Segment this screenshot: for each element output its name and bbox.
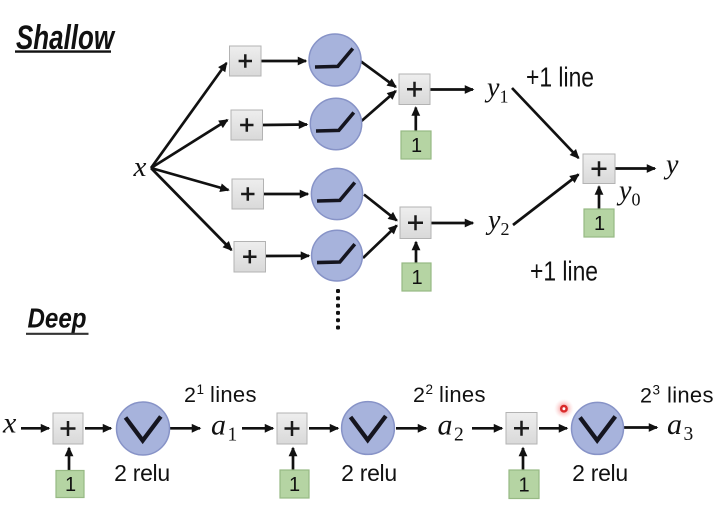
svg-text:1: 1 xyxy=(65,474,76,496)
svg-text:y2: y2 xyxy=(485,205,509,239)
svg-text:lines: lines xyxy=(210,382,257,407)
svg-text:x: x xyxy=(133,151,147,183)
svg-text:y: y xyxy=(663,150,679,181)
svg-text:1: 1 xyxy=(411,135,422,157)
svg-text:Deep: Deep xyxy=(28,303,87,334)
svg-text:lines: lines xyxy=(439,382,486,407)
svg-text:+1 line: +1 line xyxy=(530,256,598,287)
svg-text:1: 1 xyxy=(289,474,300,496)
svg-text:2 relu: 2 relu xyxy=(341,460,397,486)
svg-text:lines: lines xyxy=(667,383,714,408)
svg-text:2 relu: 2 relu xyxy=(572,460,628,486)
svg-text:1: 1 xyxy=(197,382,205,397)
svg-text:2: 2 xyxy=(426,382,434,397)
svg-text:2: 2 xyxy=(184,383,196,407)
svg-text:x: x xyxy=(2,407,17,440)
svg-text:y0: y0 xyxy=(616,176,640,210)
svg-text:2: 2 xyxy=(640,384,652,408)
svg-text:y1: y1 xyxy=(484,73,508,107)
svg-text:1: 1 xyxy=(411,267,422,289)
svg-text:3: 3 xyxy=(653,383,661,398)
svg-text:1: 1 xyxy=(594,213,605,235)
svg-text:a2: a2 xyxy=(438,409,464,446)
svg-text:+1 line: +1 line xyxy=(526,62,594,93)
svg-text:a3: a3 xyxy=(667,408,693,445)
svg-text:2: 2 xyxy=(413,383,425,407)
svg-text:1: 1 xyxy=(518,475,529,497)
svg-text:a1: a1 xyxy=(211,409,237,446)
svg-text:2 relu: 2 relu xyxy=(114,460,170,486)
